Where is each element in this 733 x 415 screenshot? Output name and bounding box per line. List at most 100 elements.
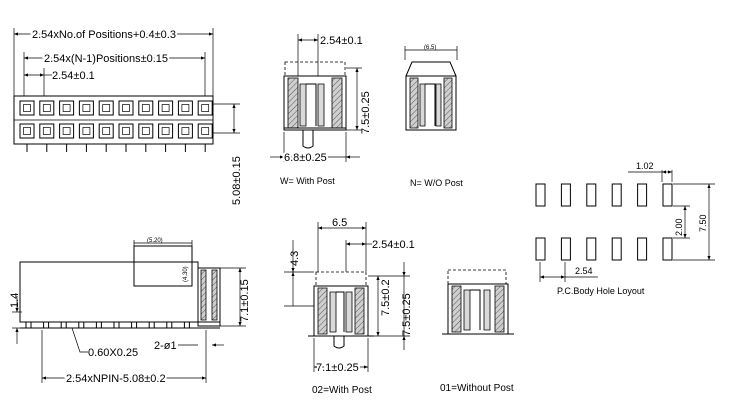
- v02-dim-pitch: 2.54±0.1: [372, 239, 415, 251]
- side-dim-box-h: (4.30): [183, 266, 189, 282]
- wp-dim-height: 7.5±0.25: [360, 91, 372, 134]
- side-dim-height: 7.1±0.15: [239, 279, 251, 322]
- pin-cell: [118, 100, 134, 116]
- pin-contact: [122, 127, 130, 135]
- pin-cell: [138, 123, 154, 139]
- view-01-without-post: 01=Without Post: [440, 269, 514, 394]
- hole-layout: 1.02 2.00 7.50 2.54 P.C.Body Hole Loyout: [535, 161, 715, 296]
- pin-contact: [201, 127, 210, 135]
- hole: [611, 183, 622, 207]
- pin-legs: [26, 144, 206, 152]
- pin-cell: [59, 123, 75, 139]
- pin-grid: [19, 100, 213, 139]
- side-dim-pin: 0.60X0.25: [88, 347, 138, 359]
- side-pin: [78, 321, 85, 329]
- pin-cell: [19, 123, 35, 139]
- side-pin: [183, 321, 190, 329]
- side-dim-length: 2.54xNPIN-5.08±0.2: [66, 373, 166, 385]
- with-post-view: 2.54±0.1 7.5±0.25 6.8±0.25 W= With Post: [270, 34, 372, 186]
- v01-caption: 01=Without Post: [440, 383, 514, 394]
- top-view: 2.54xNo.of Positions+0.4±0.3 2.54x(N-1)P…: [13, 27, 243, 205]
- pin-contact: [161, 104, 170, 112]
- pin-cell: [158, 100, 174, 116]
- pin-contact: [201, 104, 210, 112]
- side-pin: [60, 321, 67, 329]
- pin-contact: [102, 127, 111, 135]
- side-pin: [148, 321, 155, 329]
- pin-contact: [102, 104, 111, 112]
- hole: [560, 237, 571, 261]
- side-dim-post: 2-ø1: [154, 340, 177, 352]
- top-dim-pitch: 2.54±0.1: [52, 70, 95, 82]
- side-pin: [43, 321, 50, 329]
- pin-cell: [158, 123, 174, 139]
- side-pin: [25, 321, 32, 329]
- pin-cell: [78, 100, 94, 116]
- pin-cell: [138, 100, 154, 116]
- pin-contact: [161, 127, 170, 135]
- pin-contact: [62, 104, 71, 112]
- side-dim-box-w: (5.20): [147, 238, 163, 244]
- pin-cell: [59, 100, 75, 116]
- hole-caption: P.C.Body Hole Loyout: [557, 286, 645, 296]
- pin-contact: [141, 127, 150, 135]
- v02-dim-bottom: 7.1±0.25: [316, 362, 359, 374]
- hole-dim-row: 2.00: [674, 218, 684, 236]
- pin-contact: [42, 104, 51, 112]
- pin-contact: [23, 104, 31, 112]
- side-view: (5.20) (4.30) 1.4 0.60X0.25 2-ø1 2.54xNP…: [9, 238, 251, 387]
- side-dim-standoff: 1.4: [9, 293, 21, 308]
- pin-contact: [42, 127, 51, 135]
- pin-contact: [141, 104, 150, 112]
- pin-contact: [181, 127, 190, 135]
- side-pins: [25, 321, 190, 329]
- pin-contact: [181, 104, 190, 112]
- hole: [560, 183, 571, 207]
- pin-cell: [39, 100, 55, 116]
- pin-cell: [39, 123, 55, 139]
- wp-dim-width: 6.8±0.25: [284, 152, 327, 164]
- pin-cell: [19, 100, 35, 116]
- view-02-with-post: 6.5 2.54±0.1 4.3 7.5±0.2 7.5±0.25: [284, 217, 415, 396]
- hole: [662, 237, 673, 261]
- hole-dim-pitch: 2.54: [575, 266, 593, 276]
- pin-cell: [197, 100, 213, 116]
- side-pin: [131, 321, 138, 329]
- pin-cell: [118, 123, 134, 139]
- hole: [637, 183, 648, 207]
- wop-caption: N= W/O Post: [410, 178, 463, 188]
- pin-cell: [177, 123, 193, 139]
- hole: [535, 237, 546, 261]
- pin-contact: [23, 127, 31, 135]
- hole: [535, 183, 546, 207]
- wp-dim-pitch: 2.54±0.1: [320, 35, 363, 47]
- hole: [637, 237, 648, 261]
- wp-caption: W= With Post: [280, 176, 335, 186]
- top-dim-overall: 2.54xNo.of Positions+0.4±0.3: [32, 29, 176, 41]
- wop-dim-top: (6.5): [424, 45, 436, 51]
- pin-contact: [62, 127, 71, 135]
- pin-contact: [82, 127, 91, 135]
- hole-grid: [535, 183, 673, 261]
- v02-dim-width: 6.5: [332, 217, 347, 229]
- side-pin: [95, 321, 102, 329]
- pin-cell: [78, 123, 94, 139]
- hole: [611, 237, 622, 261]
- pin-cell: [98, 123, 114, 139]
- without-post-view: (6.5) N= W/O Post: [404, 45, 463, 188]
- pin-contact: [122, 104, 130, 112]
- v02-caption: 02=With Post: [312, 385, 372, 396]
- hole: [662, 183, 673, 207]
- pin-contact: [82, 104, 91, 112]
- hole: [586, 183, 597, 207]
- pin-cell: [177, 100, 193, 116]
- top-dim-rows: 2.54x(N-1)Positions±0.15: [44, 53, 168, 65]
- v02-dim-height-b: 7.5±0.25: [401, 293, 413, 336]
- top-dim-row-spacing: 5.08±0.15: [231, 156, 243, 205]
- side-pin: [166, 321, 173, 329]
- hole-dim-hole: 1.02: [636, 161, 654, 171]
- side-pin: [113, 321, 120, 329]
- pin-cell: [197, 123, 213, 139]
- hole: [586, 237, 597, 261]
